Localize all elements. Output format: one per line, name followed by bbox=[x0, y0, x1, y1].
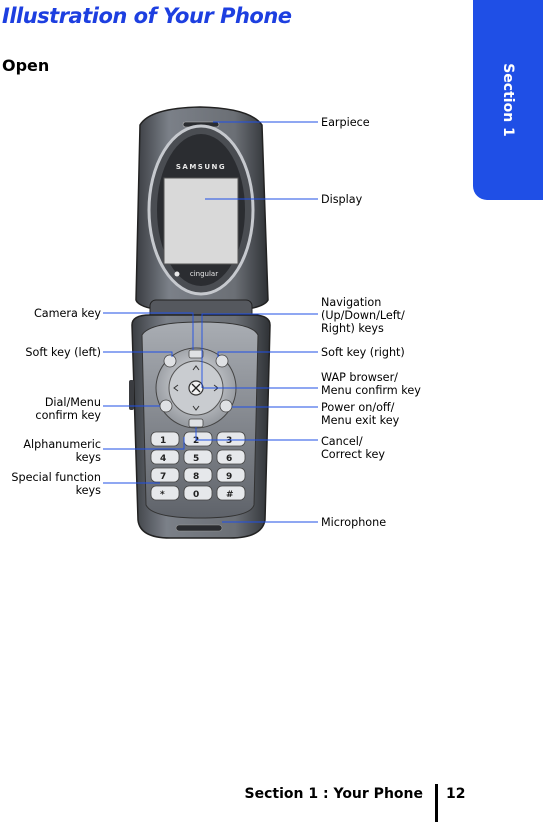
leader-navigation bbox=[201, 313, 318, 388]
keypad-key-label: 4 bbox=[160, 454, 166, 464]
soft-key-left bbox=[163, 354, 177, 368]
carrier-logo: cingular bbox=[190, 270, 218, 278]
nav-up-arrow bbox=[192, 365, 200, 371]
display-screen bbox=[163, 177, 239, 265]
keypad-key-label: 9 bbox=[226, 472, 232, 482]
keypad-key bbox=[183, 449, 213, 465]
dial-key bbox=[159, 399, 173, 413]
label-navigation: Navigation(Up/Down/Left/Right) keys bbox=[321, 296, 405, 335]
label-power: Power on/off/Menu exit key bbox=[321, 401, 400, 427]
keypad-key-label: 7 bbox=[160, 472, 166, 482]
leader-cancel bbox=[195, 427, 318, 441]
microphone-slot bbox=[175, 524, 223, 532]
side-key bbox=[129, 380, 134, 410]
keypad-key-label: 6 bbox=[226, 454, 232, 464]
label-microphone: Microphone bbox=[321, 516, 387, 529]
label-display: Display bbox=[321, 193, 363, 206]
keypad-key bbox=[183, 467, 213, 483]
keypad-key-label: 5 bbox=[193, 454, 199, 464]
page-title: Illustration of Your Phone bbox=[2, 4, 292, 28]
leader-alphanumeric bbox=[103, 437, 185, 450]
label-earpiece: Earpiece bbox=[321, 116, 370, 129]
keypad-key bbox=[150, 485, 180, 501]
page-subtitle: Open bbox=[2, 56, 50, 75]
leader-soft-left bbox=[103, 351, 173, 357]
phone-upper-flip: SAMSUNG cingular bbox=[135, 106, 269, 313]
keypad-key bbox=[216, 431, 246, 447]
keypad-key bbox=[216, 449, 246, 465]
keypad-key-label: 1 bbox=[160, 436, 166, 446]
nav-down-arrow bbox=[192, 405, 200, 411]
keypad-key-label: # bbox=[226, 490, 234, 500]
keypad-key bbox=[216, 485, 246, 501]
keypad-key-label: 3 bbox=[226, 436, 232, 446]
keypad-key-label: * bbox=[160, 490, 165, 500]
label-soft-key-left: Soft key (left) bbox=[25, 346, 101, 359]
keypad-key bbox=[150, 431, 180, 447]
page-number: 12 bbox=[446, 786, 466, 802]
brand-logo: SAMSUNG bbox=[176, 163, 226, 171]
section-tab: Section 1 bbox=[473, 0, 543, 200]
label-camera-key: Camera key bbox=[33, 307, 101, 320]
leader-soft-right bbox=[217, 351, 318, 357]
footer-divider bbox=[435, 784, 438, 822]
keypad-key bbox=[150, 467, 180, 483]
footer-section: Section 1 : Your Phone bbox=[244, 786, 423, 802]
power-key bbox=[219, 399, 233, 413]
camera-key bbox=[188, 349, 204, 359]
keypad-key bbox=[150, 449, 180, 465]
keypad-key-label: 0 bbox=[193, 490, 199, 500]
keypad-key-label: 8 bbox=[193, 472, 199, 482]
phone-lower-body: 1 2 3 4 5 6 7 8 9 * 0 # bbox=[129, 314, 271, 539]
nav-left-arrow bbox=[173, 384, 179, 392]
keypad-key bbox=[216, 467, 246, 483]
leader-camera bbox=[103, 312, 194, 350]
leader-lines bbox=[103, 121, 318, 523]
label-soft-key-right: Soft key (right) bbox=[321, 346, 405, 359]
label-wap-browser: WAP browser/Menu confirm key bbox=[321, 371, 421, 397]
soft-key-right bbox=[215, 354, 229, 368]
label-cancel: Cancel/Correct key bbox=[321, 435, 385, 461]
keypad-key-label: 2 bbox=[193, 436, 199, 446]
cancel-key bbox=[188, 418, 204, 428]
keypad: 1 2 3 4 5 6 7 8 9 * 0 # bbox=[150, 431, 246, 501]
keypad-key bbox=[183, 485, 213, 501]
carrier-icon bbox=[174, 271, 180, 277]
